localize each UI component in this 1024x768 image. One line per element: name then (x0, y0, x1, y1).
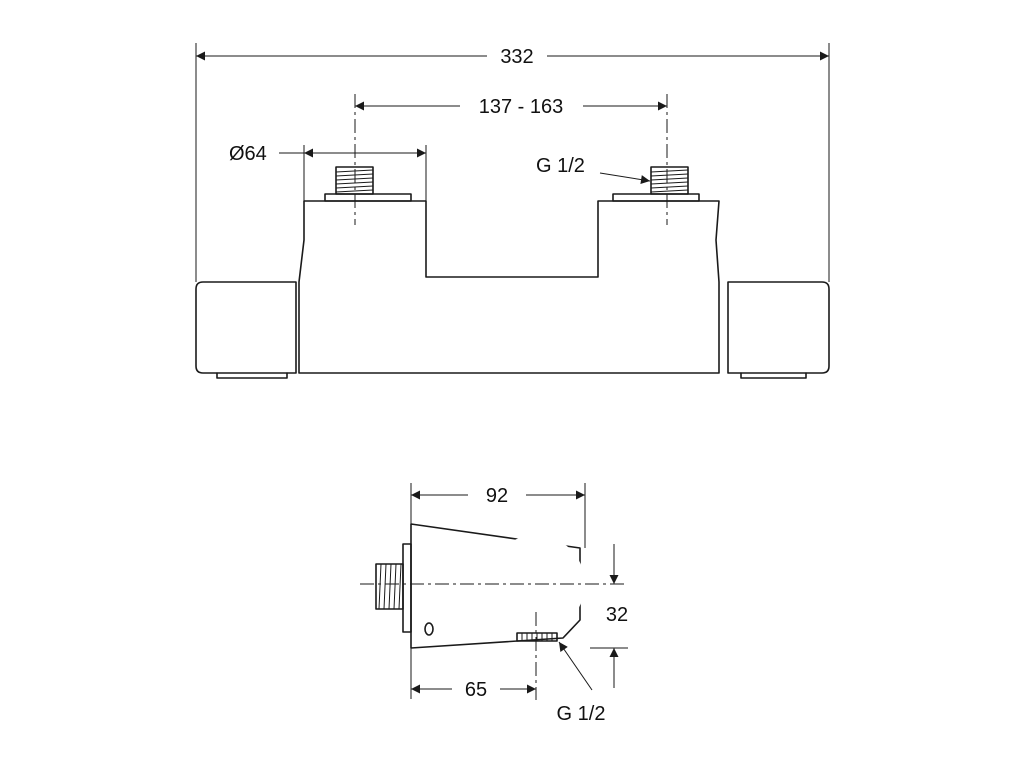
side-view: 92 32 65 G 1/2 (360, 483, 628, 725)
outlet-height-label: 32 (606, 604, 628, 626)
inlet-thread-label: G 1/2 (536, 155, 585, 177)
dimension-end-diameter: Ø64 (229, 143, 426, 165)
dimension-overall-width: 332 (196, 46, 829, 68)
dimension-outlet-offset: 65 (411, 679, 536, 701)
dimension-inlet-spacing: 137 - 163 (355, 96, 667, 118)
right-inlet-thread (612, 166, 700, 202)
outlet-thread-label: G 1/2 (557, 703, 606, 725)
overall-width-label: 332 (500, 46, 533, 68)
outlet-thread-callout: G 1/2 (557, 641, 606, 725)
left-end-cap (195, 281, 297, 379)
inlet-spacing-label: 137 - 163 (479, 96, 564, 118)
front-view: 332 137 - 163 Ø64 G 1/2 (195, 43, 830, 379)
mixer-body (298, 200, 720, 374)
side-inlet-thread (375, 563, 404, 610)
depth-label: 92 (486, 485, 508, 507)
screw-hole (424, 622, 434, 636)
left-inlet-thread (324, 166, 412, 202)
inlet-thread-callout: G 1/2 (536, 155, 651, 185)
dimension-outlet-height: 32 (606, 544, 628, 688)
dimension-depth: 92 (411, 485, 585, 507)
wall-flange (402, 543, 412, 633)
outlet-offset-label: 65 (465, 679, 487, 701)
end-diameter-label: Ø64 (229, 143, 267, 165)
outlet-thread (516, 632, 558, 642)
right-end-cap (727, 281, 830, 379)
